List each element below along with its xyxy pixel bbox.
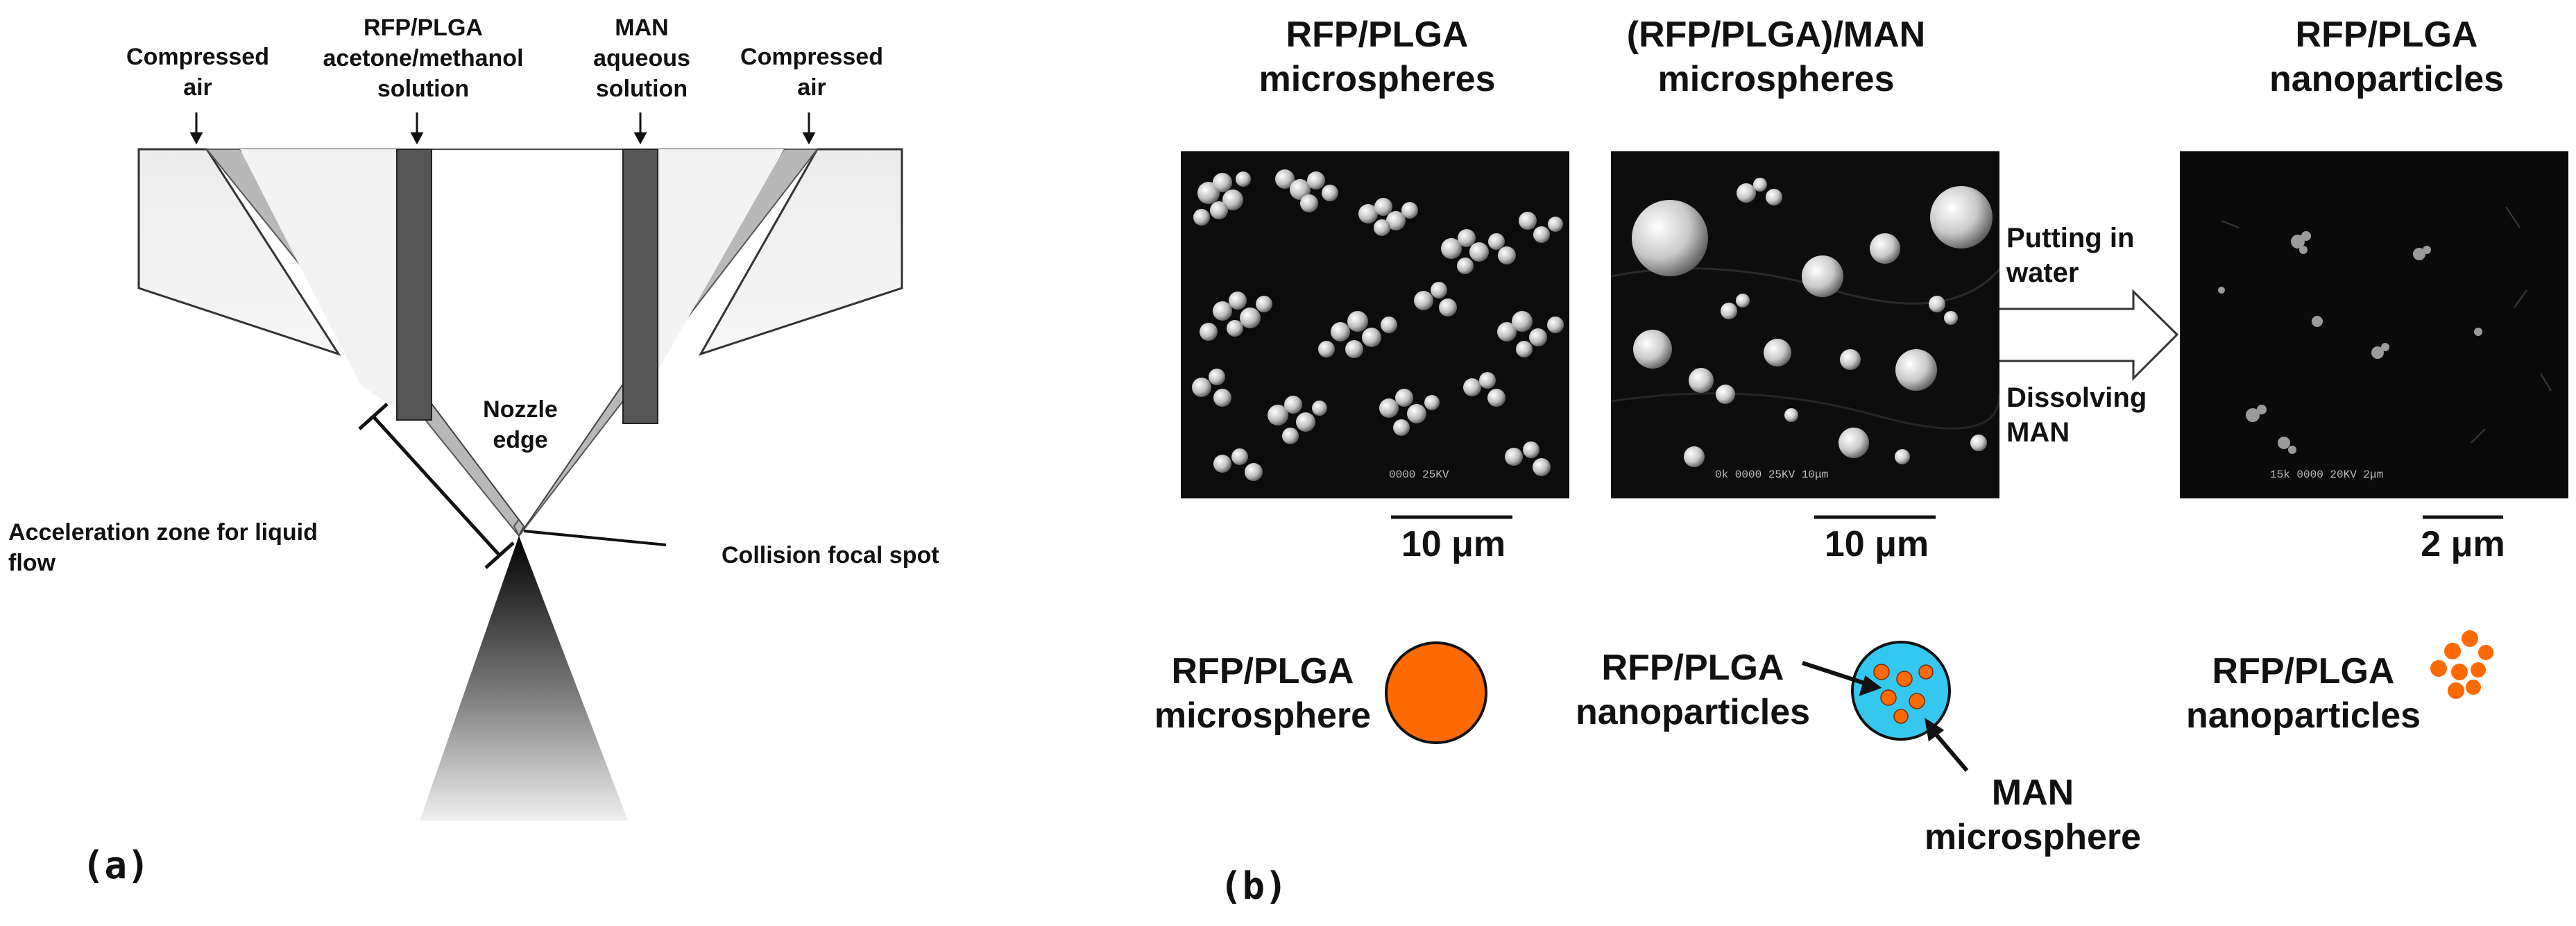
schematic-microsphere-label: RFP/PLGA microsphere: [1138, 649, 1388, 738]
scale-bar-3-label: 2 μm: [2421, 524, 2505, 564]
nozzle-left-wing: [137, 148, 341, 356]
col2-title: (RFP/PLGA)/MAN microspheres: [1582, 12, 1970, 101]
process-label-top-line2: water: [2006, 258, 2079, 288]
col1-title-line2: microspheres: [1259, 59, 1496, 99]
svg-text:0000 25KV: 0000 25KV: [1389, 469, 1449, 481]
rfp-solution-tube: [396, 149, 432, 421]
svg-text:0k 0000 25KV 10μm: 0k 0000 25KV 10μm: [1715, 469, 1828, 481]
label-compressed-air-left-line1: Compressed: [126, 44, 269, 70]
panel-b-label: (b): [1220, 864, 1288, 908]
schematic-microsphere-label-line1: RFP/PLGA: [1171, 651, 1354, 691]
label-arrows: [189, 112, 816, 145]
col1-title: RFP/PLGA microspheres: [1204, 12, 1551, 101]
col3-title-line2: nanoparticles: [2269, 59, 2505, 99]
nozzle-right-wing: [698, 148, 903, 356]
label-nozzle-edge-line1: Nozzle: [483, 396, 558, 423]
schematic-man-label-line1: MAN: [1991, 773, 2074, 813]
schematic-np-label-line2: nanoparticles: [1575, 692, 1811, 732]
spray-cone: [420, 536, 628, 820]
col3-title: RFP/PLGA nanoparticles: [2206, 12, 2567, 101]
nozzle-inner-shade-left: [240, 149, 397, 410]
label-rfp-solution-line2: acetone/methanol: [323, 45, 524, 71]
schematic-man-label: MAN microsphere: [1922, 771, 2144, 859]
label-compressed-air-right: Compressed air: [718, 42, 905, 103]
process-label-top: Putting in water: [2006, 221, 2134, 290]
label-compressed-air-right-line2: air: [797, 74, 826, 101]
schematic-np-label-line1: RFP/PLGA: [1601, 648, 1784, 688]
label-rfp-solution-line3: solution: [377, 76, 470, 102]
scale-bar-1-label: 10 μm: [1401, 524, 1506, 564]
label-man-solution-line3: solution: [595, 76, 688, 102]
microsphere-circle: [1385, 641, 1487, 744]
schematic-np-label: RFP/PLGA nanoparticles: [1564, 646, 1821, 734]
col1-title-line1: RFP/PLGA: [1286, 15, 1469, 55]
schematic-microsphere-label-line2: microsphere: [1154, 696, 1372, 736]
label-compressed-air-left: Compressed air: [104, 42, 291, 103]
label-collision-focal-spot: Collision focal spot: [722, 542, 939, 569]
schematic-free-np-label-line2: nanoparticles: [2185, 696, 2421, 736]
process-arrow: [1969, 289, 2179, 381]
scale-bar-2-label: 10 μm: [1824, 524, 1929, 564]
label-acceleration-zone-line1: Acceleration zone for liquid: [8, 519, 318, 546]
label-acceleration-zone-line2: flow: [8, 550, 56, 576]
col3-title-line1: RFP/PLGA: [2295, 15, 2478, 55]
label-man-solution-line2: aqueous: [593, 45, 690, 71]
label-rfp-solution-line1: RFP/PLGA: [364, 15, 483, 41]
schematic-man-label-line2: microsphere: [1924, 817, 2142, 857]
sem-image-microspheres: 0000 25KV: [1181, 151, 1569, 498]
label-compressed-air-left-line2: air: [183, 74, 212, 101]
nozzle-inner-shade-right: [624, 149, 784, 410]
label-compressed-air-right-line1: Compressed: [740, 44, 883, 70]
schematic-free-np-label: RFP/PLGA nanoparticles: [2175, 649, 2432, 738]
process-label-top-line1: Putting in: [2006, 223, 2135, 253]
free-nanoparticles-cluster: [2430, 630, 2493, 699]
label-man-solution-line1: MAN: [615, 15, 669, 41]
acceleration-zone-bracket: [358, 403, 515, 569]
label-rfp-solution: RFP/PLGA acetone/methanol solution: [319, 12, 527, 104]
collision-leader-line: [523, 530, 667, 546]
encapsulated-nanoparticles: [1873, 664, 1934, 724]
sem-image-nanoparticles: 15k 0000 20KV 2μm: [2180, 151, 2568, 498]
schematic-free-np-label-line1: RFP/PLGA: [2212, 651, 2395, 691]
man-solution-tube: [622, 149, 658, 424]
schematic-pointers: [1802, 661, 1969, 772]
svg-text:15k 0000 20KV 2μm: 15k 0000 20KV 2μm: [2270, 469, 2383, 481]
col2-title-line2: microspheres: [1657, 59, 1895, 99]
process-label-bottom-line2: MAN: [2006, 417, 2070, 448]
panel-a-label: (a): [82, 843, 150, 887]
label-acceleration-zone: Acceleration zone for liquid flow: [8, 517, 318, 578]
process-label-bottom-line1: Dissolving: [2006, 382, 2147, 413]
label-nozzle-edge: Nozzle edge: [458, 394, 583, 455]
label-man-solution: MAN aqueous solution: [569, 12, 715, 104]
label-nozzle-edge-line2: edge: [493, 427, 548, 453]
process-label-bottom: Dissolving MAN: [2006, 380, 2147, 450]
col2-title-line1: (RFP/PLGA)/MAN: [1626, 15, 1926, 55]
sem-image-man-microspheres: 0k 0000 25KV 10μm: [1611, 151, 1999, 498]
